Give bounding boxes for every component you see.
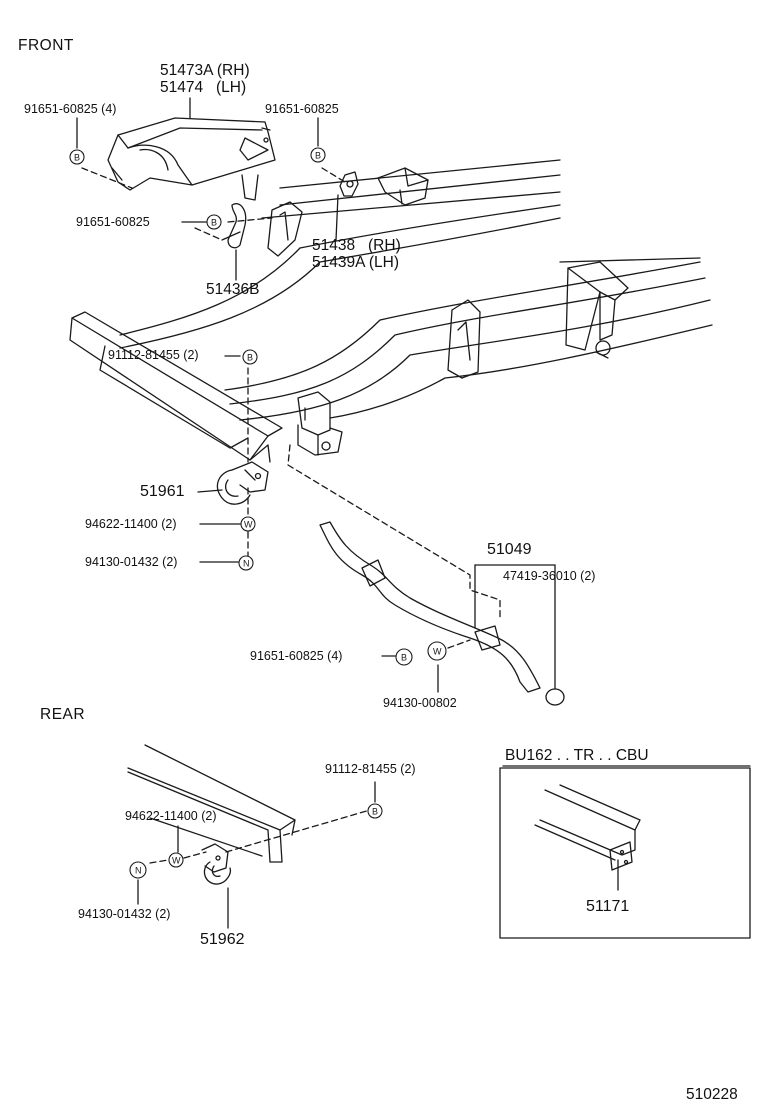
bolt-icon: B xyxy=(395,648,413,666)
part-label-51961: 51961 xyxy=(140,483,185,500)
bolt-icon: B xyxy=(367,803,383,819)
nut-icon: N xyxy=(238,555,254,571)
washer-icon: W xyxy=(168,852,184,868)
part-label-51439a: 51439A (LH) xyxy=(312,254,400,271)
bolt-label-91651-60825: 91651-60825 xyxy=(265,102,339,116)
nut-label-94130-01432-rear: 94130-01432 (2) xyxy=(78,907,171,921)
front-crossmember xyxy=(69,311,283,463)
washer-icon: W xyxy=(427,641,447,661)
bolt-label-91651-60825-mid: 91651-60825 xyxy=(76,215,150,229)
bolt-label-91112-81455-front: 91112-81455 (2) xyxy=(108,348,199,362)
leader-lines-front xyxy=(76,97,556,693)
svg-text:N: N xyxy=(243,559,250,569)
clip-51436b xyxy=(221,203,247,249)
svg-text:W: W xyxy=(433,647,442,657)
bolt-icon: B xyxy=(310,147,326,163)
bolt-label-91651-60825-4: 91651-60825 (4) xyxy=(24,102,117,116)
part-label-51962: 51962 xyxy=(200,931,245,948)
inset-box xyxy=(499,765,751,939)
diagram-id: 510228 xyxy=(686,1086,738,1103)
bolt-label-91651-60825-low: 91651-60825 (4) xyxy=(250,649,343,663)
bolt-icon: B xyxy=(206,214,222,230)
rear-frame-rail xyxy=(127,744,296,863)
inset-title: BU162 . . TR . . CBU xyxy=(505,747,649,764)
part-label-51438: 51438 (RH) xyxy=(312,237,401,254)
dashed-leaders-rear xyxy=(149,809,371,864)
washer-label-94622-11400-rear: 94622-11400 (2) xyxy=(125,809,217,823)
svg-text:B: B xyxy=(247,353,253,363)
section-label-front: FRONT xyxy=(18,37,74,54)
part-label-51473a: 51473A (RH) xyxy=(160,62,250,79)
bolt-icon: B xyxy=(242,349,258,365)
svg-text:B: B xyxy=(74,153,80,163)
front-bracket-upright xyxy=(267,201,303,257)
splash-shield-51473a xyxy=(107,117,276,201)
frame-bracket-mid xyxy=(447,299,481,379)
washer-icon: W xyxy=(240,516,256,532)
part-label-51171: 51171 xyxy=(586,898,630,915)
bolt-label-91112-81455-rear: 91112-81455 (2) xyxy=(325,762,416,776)
frame-rail-long xyxy=(119,159,713,421)
leader-lines-rear xyxy=(137,781,376,929)
part-label-51049: 51049 xyxy=(487,541,532,558)
svg-text:B: B xyxy=(211,218,217,228)
svg-text:B: B xyxy=(372,807,378,817)
tow-hook-mount-bracket xyxy=(297,391,343,456)
frame-bracket-upper xyxy=(377,167,429,206)
bar-bushing-47419 xyxy=(545,688,565,706)
nut-label-94130-00802: 94130-00802 xyxy=(383,696,457,710)
bolt-icon: B xyxy=(69,149,85,165)
svg-text:B: B xyxy=(401,653,407,663)
svg-text:W: W xyxy=(244,520,253,530)
bar-51049 xyxy=(319,521,541,693)
section-label-rear: REAR xyxy=(40,706,86,723)
part-label-47419-36010: 47419-36010 (2) xyxy=(503,569,596,583)
svg-text:N: N xyxy=(135,866,142,876)
frame-bracket-right xyxy=(565,261,629,359)
dashed-leaders-front xyxy=(81,167,501,649)
nut-label-94130-01432-front: 94130-01432 (2) xyxy=(85,555,178,569)
washer-label-94622-11400-front: 94622-11400 (2) xyxy=(85,517,177,531)
svg-text:B: B xyxy=(315,151,321,161)
tow-hook-51962 xyxy=(201,843,232,885)
clip-51438 xyxy=(339,171,359,197)
part-label-51436b: 51436B xyxy=(206,281,260,298)
svg-text:W: W xyxy=(172,856,181,866)
part-label-51474: 51474 (LH) xyxy=(160,79,247,96)
nut-icon: N xyxy=(129,861,147,879)
